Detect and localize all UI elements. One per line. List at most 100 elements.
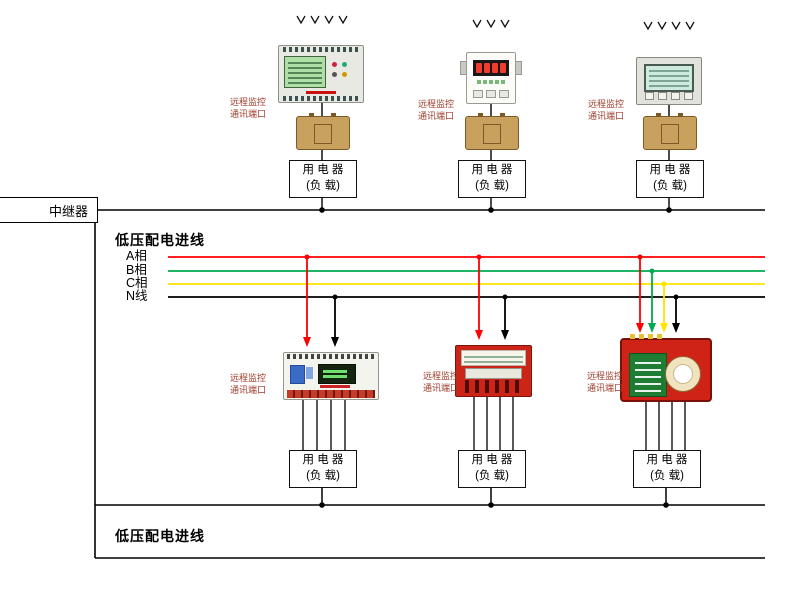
button-icon <box>342 72 347 77</box>
terminal-fins <box>465 380 522 393</box>
phase-taps <box>303 254 680 347</box>
phase-label-a: A相 <box>126 249 147 263</box>
phase-lines <box>168 256 765 298</box>
comm-module <box>306 367 313 379</box>
load-box: 用 电 器 (负 载) <box>289 160 357 198</box>
comm-port-label-line1: 远程监控 <box>586 371 623 381</box>
arrowhead <box>660 323 668 333</box>
button-icon <box>342 62 347 67</box>
arrowhead <box>672 323 680 333</box>
load-box-line2: (负 载) <box>475 180 509 192</box>
comm-port-label-line1: 远程监控 <box>229 373 266 383</box>
label-plate <box>629 353 667 397</box>
load-box-line1: 用 电 器 <box>302 454 344 467</box>
comm-port-label-line2: 通讯端口 <box>229 108 266 119</box>
label-strip <box>477 80 505 84</box>
comm-module <box>290 365 305 384</box>
comm-port-label-line1: 远程监控 <box>417 99 454 109</box>
load-box: 用 电 器 (负 载) <box>289 450 357 488</box>
lcd-panel-meter <box>636 57 702 105</box>
ct-opening <box>665 356 701 392</box>
terminal-strip <box>287 354 375 359</box>
arrowhead <box>331 337 339 347</box>
din-rail-energy-meter <box>283 352 379 400</box>
load-box-line2: (负 载) <box>475 470 509 482</box>
comm-port-label-line2: 通讯端口 <box>417 110 454 121</box>
split-core-current-monitor <box>620 334 712 402</box>
brand-mark <box>320 385 350 388</box>
comm-port-label-line1: 远程监控 <box>229 97 266 107</box>
phase-label-n: N线 <box>126 289 148 303</box>
key-row <box>473 90 509 98</box>
ct-terminal <box>500 113 505 117</box>
comm-port-label: 远程监控 通讯端口 <box>224 97 272 120</box>
multi-loop-power-monitor <box>278 45 364 103</box>
load-box-line1: 用 电 器 <box>471 454 513 467</box>
ct-window <box>314 124 332 144</box>
comm-port-label: 远程监控 通讯端口 <box>582 99 630 122</box>
load-box: 用 电 器 (负 载) <box>633 450 701 488</box>
load-box: 用 电 器 (负 载) <box>636 160 704 198</box>
comm-port-label-line1: 远程监控 <box>587 99 624 109</box>
comm-port-label-line2: 通讯端口 <box>586 382 623 393</box>
terminal-strip <box>283 47 359 52</box>
load-box-line1: 用 电 器 <box>649 164 691 177</box>
digital-led-panel-meter <box>460 52 522 104</box>
lcd-screen <box>318 364 356 384</box>
ct-terminal <box>309 113 314 117</box>
mounting-flange <box>515 61 522 75</box>
load-box-line2: (负 载) <box>653 180 687 192</box>
repeater-label: 中继器 <box>48 203 88 219</box>
terminal-strip <box>630 334 664 339</box>
brand-mark <box>306 91 336 94</box>
phase-label-b: B相 <box>126 263 147 277</box>
label-plate <box>461 350 526 366</box>
terminal-strip <box>283 96 359 101</box>
load-box: 用 电 器 (负 载) <box>458 450 526 488</box>
lcd-screen <box>284 56 326 88</box>
ct-terminal <box>331 113 336 117</box>
ct-terminal <box>656 113 661 117</box>
bottom-load-feeders <box>302 397 686 505</box>
ct-window <box>661 124 679 144</box>
load-box-line1: 用 电 器 <box>471 164 513 177</box>
current-transformer <box>296 113 350 150</box>
comm-port-label: 远程监控 通讯端口 <box>224 373 272 396</box>
led-display <box>473 60 509 76</box>
comm-port-label: 远程监控 通讯端口 <box>412 99 460 122</box>
arrowhead <box>648 323 656 333</box>
terminal-strip <box>287 390 375 398</box>
ct-terminal <box>478 113 483 117</box>
arrowhead <box>303 337 311 347</box>
load-box-line1: 用 电 器 <box>646 454 688 467</box>
ct-terminal <box>678 113 683 117</box>
busbar-power-meter <box>455 345 532 397</box>
button-icon <box>332 62 337 67</box>
repeater-box: 中继器 <box>0 197 98 223</box>
comm-port-label: 远程监控 通讯端口 <box>417 371 465 394</box>
comm-port-label-line1: 远程监控 <box>422 371 459 381</box>
arrowhead <box>501 330 509 340</box>
key-row <box>645 92 693 100</box>
load-box-line2: (负 载) <box>306 180 340 192</box>
current-transformer <box>643 113 697 150</box>
load-box: 用 电 器 (负 载) <box>458 160 526 198</box>
comm-port-label: 远程监控 通讯端口 <box>581 371 629 394</box>
comm-port-label-line2: 通讯端口 <box>229 384 266 395</box>
supply-arrows-top <box>296 15 695 31</box>
load-box-line2: (负 载) <box>650 470 684 482</box>
bus-lines <box>30 209 765 559</box>
lcd-screen <box>644 64 694 92</box>
load-box-line1: 用 电 器 <box>302 164 344 177</box>
comm-port-label-line2: 通讯端口 <box>587 110 624 121</box>
incoming-feed-label-top: 低压配电进线 <box>115 232 205 248</box>
incoming-feed-label-bottom: 低压配电进线 <box>115 528 205 544</box>
phase-label-c: C相 <box>126 276 148 290</box>
current-transformer <box>465 113 519 150</box>
ct-window <box>483 124 501 144</box>
button-icon <box>332 72 337 77</box>
mounting-flange <box>460 61 467 75</box>
display-window <box>465 368 522 379</box>
